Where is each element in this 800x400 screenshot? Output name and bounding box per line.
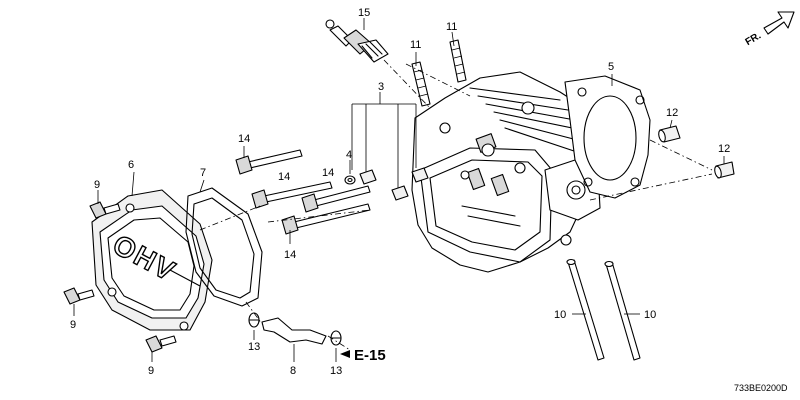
callout-13-right: 13 [330,365,342,377]
stud-lower [411,61,431,107]
alignment-lines [199,59,713,351]
head-bolt-middle [251,181,333,209]
callout-7: 7 [200,167,206,179]
dowel-pin-upper [658,125,681,143]
callout-4: 4 [346,149,352,161]
callout-9-middle: 9 [70,319,76,331]
stud-upper [449,39,467,83]
callout-14-right: 14 [322,167,334,179]
head-bolt-right [301,185,371,213]
collar-set [359,167,429,201]
callout-14-top: 14 [238,133,250,145]
head-bolt-top [235,149,303,175]
flange-bolt-bottom [145,335,177,353]
front-direction-label: FR. [744,30,764,48]
flange-bolt-middle [63,287,95,305]
callout-11-upper: 11 [446,21,457,33]
valve-cover-gasket [185,187,263,307]
push-rod-right [604,260,641,361]
callout-13-left: 13 [248,341,260,353]
push-rod-left [566,258,605,361]
drawing-code: 733BE0200D [734,383,788,393]
callout-5: 5 [608,61,614,73]
head-bolt-lower [281,203,371,235]
reference-label: E-15 [354,347,386,364]
callout-3: 3 [378,81,384,93]
dowel-pin-lower [714,161,735,179]
callout-6: 6 [128,159,134,171]
callout-11-lower: 11 [410,39,421,51]
callout-9-bottom: 9 [148,365,154,377]
callout-10-left: 10 [554,309,566,321]
callout-14-lower: 14 [284,249,296,261]
flange-bolt-top [89,201,121,219]
front-direction-arrow: FR. [744,11,795,48]
callout-8: 8 [290,365,296,377]
valve-cover: OHV [91,189,213,331]
breather-tube [261,317,327,345]
callout-12-upper: 12 [666,107,678,119]
head-gasket [564,75,651,199]
callout-15: 15 [358,7,370,19]
reference-arrow: E-15 [340,347,386,364]
callout-10-right: 10 [644,309,656,321]
leader-lines [73,18,725,362]
tube-clip-right [330,330,342,346]
callout-14-middle: 14 [278,171,290,183]
spark-plug [325,19,389,63]
washer [344,175,356,185]
tube-clip-left [248,312,260,328]
callout-12-lower: 12 [718,143,730,155]
callout-9-top: 9 [94,179,100,191]
